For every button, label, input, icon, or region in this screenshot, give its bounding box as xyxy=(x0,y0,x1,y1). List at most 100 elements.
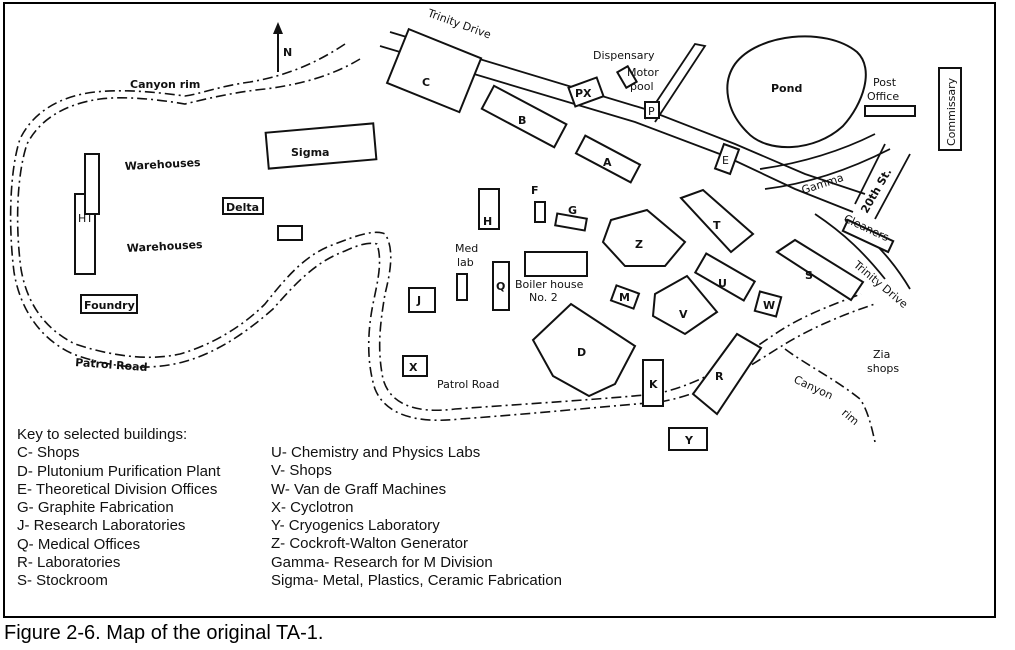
svg-text:lab: lab xyxy=(457,256,474,269)
building-d xyxy=(531,302,637,398)
building-small-dd xyxy=(277,225,303,241)
key-item: Gamma- Research for M Division xyxy=(271,553,493,571)
svg-text:M: M xyxy=(619,291,630,304)
canyon-rim-right xyxy=(784,348,876,443)
svg-text:G: G xyxy=(568,204,577,217)
svg-text:V: V xyxy=(679,308,688,321)
building-a xyxy=(574,134,642,184)
building-y xyxy=(668,427,708,451)
gamma-road xyxy=(759,133,891,190)
key-title: Key to selected buildings: xyxy=(17,426,188,443)
building-dispensary xyxy=(615,64,639,90)
svg-text:Y: Y xyxy=(684,434,694,447)
svg-text:HT: HT xyxy=(78,212,93,225)
svg-text:Post: Post xyxy=(873,76,897,89)
motor-pool-road xyxy=(644,42,707,123)
svg-text:R: R xyxy=(715,370,724,383)
building-boiler-house xyxy=(524,251,588,277)
figure-caption: Figure 2-6. Map of the original TA-1. xyxy=(4,622,324,644)
svg-text:Pond: Pond xyxy=(771,82,802,95)
svg-text:rim: rim xyxy=(839,406,861,428)
building-c xyxy=(385,27,483,114)
patrol-road-left xyxy=(9,43,876,422)
key-item: C- Shops xyxy=(17,444,80,462)
pond xyxy=(726,35,867,149)
key-item: Z- Cockroft-Walton Generator xyxy=(271,535,468,553)
building-z xyxy=(601,208,687,267)
ta1-map: N C B A PX Sigma HT Warehouses Warehouse… xyxy=(9,6,962,451)
svg-text:shops: shops xyxy=(867,362,899,375)
trinity-drive-road xyxy=(389,31,866,195)
svg-text:No. 2: No. 2 xyxy=(529,291,558,304)
svg-text:Warehouses: Warehouses xyxy=(126,238,203,255)
svg-text:Dispensary: Dispensary xyxy=(593,49,655,62)
map-frame: N C B A PX Sigma HT Warehouses Warehouse… xyxy=(3,2,996,618)
svg-text:S: S xyxy=(805,269,813,282)
svg-text:U: U xyxy=(718,277,727,290)
building-j xyxy=(408,287,436,313)
building-s xyxy=(775,238,865,302)
svg-text:Z: Z xyxy=(635,238,643,251)
svg-text:20th St.: 20th St. xyxy=(858,166,894,215)
svg-text:Canyon: Canyon xyxy=(792,373,835,402)
building-post-office xyxy=(864,105,916,117)
svg-text:T: T xyxy=(713,219,721,232)
building-delta xyxy=(222,197,264,215)
svg-text:P: P xyxy=(648,105,655,118)
svg-text:D: D xyxy=(577,346,586,359)
svg-text:PX: PX xyxy=(575,87,592,100)
building-px xyxy=(567,76,605,108)
svg-text:Canyon rim: Canyon rim xyxy=(130,78,200,91)
building-e xyxy=(713,142,741,176)
building-f xyxy=(534,201,546,223)
svg-text:Foundry: Foundry xyxy=(84,299,135,312)
building-q xyxy=(492,261,510,311)
key-item: W- Van de Graff Machines xyxy=(271,480,447,498)
svg-text:Motor: Motor xyxy=(627,66,659,79)
svg-text:Delta: Delta xyxy=(226,201,259,214)
building-g xyxy=(554,212,588,232)
building-t xyxy=(679,188,755,254)
key-item: D- Plutonium Purification Plant xyxy=(17,462,221,480)
svg-text:Office: Office xyxy=(867,90,899,103)
svg-text:Patrol Road: Patrol Road xyxy=(437,378,499,391)
svg-text:K: K xyxy=(649,378,658,391)
svg-text:Warehouses: Warehouses xyxy=(124,156,201,173)
key-item: J- Research Laboratories xyxy=(17,517,186,535)
svg-text:Commissary: Commissary xyxy=(945,77,958,146)
building-foundry xyxy=(80,294,138,314)
svg-text:Q: Q xyxy=(496,280,505,293)
key-item: E- Theoretical Division Offices xyxy=(17,480,218,498)
building-h xyxy=(478,188,500,230)
svg-text:N: N xyxy=(283,46,292,59)
building-commissary xyxy=(938,67,962,151)
svg-text:E: E xyxy=(722,154,729,167)
building-u xyxy=(693,252,757,302)
canyon-rim-boundary xyxy=(16,58,862,411)
key-item: Sigma- Metal, Plastics, Ceramic Fabricat… xyxy=(271,572,562,590)
key-item: Q- Medical Offices xyxy=(17,535,141,553)
svg-text:Boiler house: Boiler house xyxy=(515,278,584,291)
key-column-1: Key to selected buildings: C- Shops D- P… xyxy=(17,426,220,591)
building-w xyxy=(753,290,783,318)
svg-text:Trinity Drive: Trinity Drive xyxy=(425,6,493,41)
svg-text:W: W xyxy=(763,299,775,312)
svg-text:C: C xyxy=(422,76,430,89)
north-arrow-icon: N xyxy=(273,22,292,72)
svg-text:H: H xyxy=(483,215,492,228)
key-item: S- Stockroom xyxy=(17,572,108,590)
building-cleaners xyxy=(841,218,895,254)
svg-text:Patrol Road: Patrol Road xyxy=(75,356,148,374)
building-x xyxy=(402,355,428,377)
svg-text:B: B xyxy=(518,114,526,127)
building-k xyxy=(642,359,664,407)
key-item: Y- Cryogenics Laboratory xyxy=(271,517,440,535)
building-r xyxy=(691,332,763,416)
svg-text:Sigma: Sigma xyxy=(291,146,329,159)
svg-text:X: X xyxy=(409,361,418,374)
building-b xyxy=(480,84,568,149)
building-p xyxy=(644,101,660,119)
key-item: V- Shops xyxy=(271,462,332,480)
key-item: G- Graphite Fabrication xyxy=(17,499,174,517)
building-warehouses-1 xyxy=(84,153,100,215)
